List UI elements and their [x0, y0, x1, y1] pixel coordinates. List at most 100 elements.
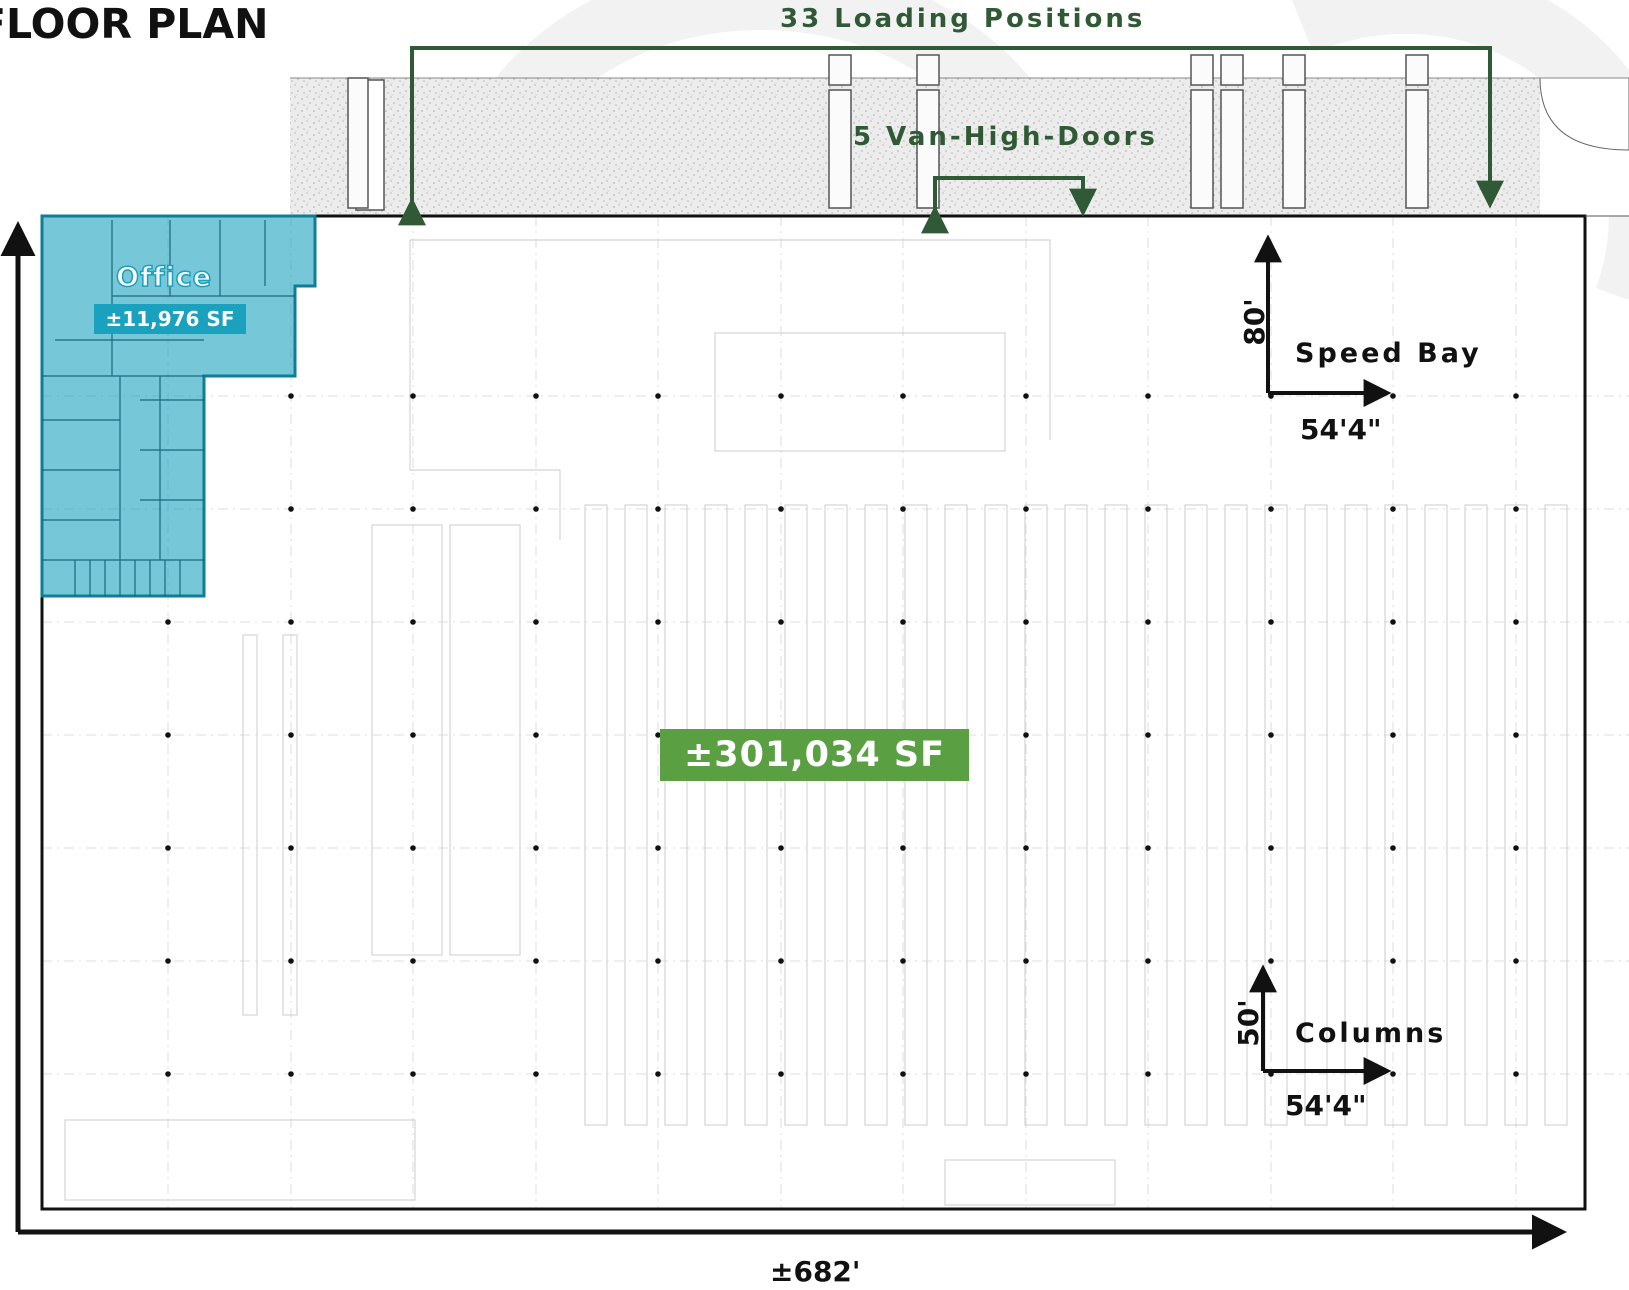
building-column	[1145, 619, 1151, 625]
building-column	[1513, 1071, 1519, 1077]
building-column	[900, 506, 906, 512]
building-column	[1145, 732, 1151, 738]
warehouse-area-badge: ±301,034 SF	[660, 729, 969, 781]
building-column	[533, 393, 539, 399]
building-column	[288, 619, 294, 625]
building-column	[778, 619, 784, 625]
building-column	[900, 845, 906, 851]
building-column	[1023, 619, 1029, 625]
building-column	[410, 1071, 416, 1077]
truck-cab	[1220, 54, 1244, 86]
loading-positions-label: 33 Loading Positions	[780, 4, 1146, 34]
column-spacing-dimension	[1249, 964, 1392, 1085]
building-column	[1023, 506, 1029, 512]
building-column	[900, 393, 906, 399]
building-column	[533, 958, 539, 964]
building-column	[1268, 732, 1274, 738]
building-column	[778, 393, 784, 399]
building-column	[288, 732, 294, 738]
building-column	[165, 958, 171, 964]
office-room-lines	[42, 220, 295, 596]
building-column	[1513, 845, 1519, 851]
truck-cab	[828, 54, 852, 86]
building-column	[1023, 1071, 1029, 1077]
truck-trailer	[1282, 89, 1306, 209]
office-label: Office	[115, 261, 213, 294]
building-column	[533, 845, 539, 851]
building-column	[1390, 845, 1396, 851]
building-column	[655, 506, 661, 512]
building-column	[1390, 619, 1396, 625]
building-column	[655, 732, 661, 738]
building-column	[1390, 958, 1396, 964]
building-column	[288, 958, 294, 964]
building-column	[1145, 393, 1151, 399]
truck-trailer	[1405, 89, 1429, 209]
building-width-label: ±682'	[770, 1255, 861, 1288]
building-column	[410, 958, 416, 964]
building-column	[165, 845, 171, 851]
speed-bay-width-label: 54'4"	[1300, 413, 1382, 446]
building-column	[1513, 506, 1519, 512]
speed-bay-label: Speed Bay	[1295, 338, 1482, 369]
building-column	[533, 1071, 539, 1077]
building-column	[1513, 393, 1519, 399]
building-column	[410, 732, 416, 738]
loading-positions-bracket	[398, 46, 1504, 226]
building-column	[1513, 619, 1519, 625]
page-title: FLOOR PLAN	[0, 0, 269, 48]
building-column	[1513, 732, 1519, 738]
building-column	[1145, 958, 1151, 964]
building-column	[1390, 506, 1396, 512]
truck-trailer	[828, 89, 852, 209]
building-column	[1023, 732, 1029, 738]
building-column	[533, 732, 539, 738]
columns-label: Columns	[1295, 1018, 1447, 1049]
building-column	[165, 732, 171, 738]
building-column	[410, 393, 416, 399]
building-column	[288, 1071, 294, 1077]
truck-trailer	[1190, 89, 1214, 209]
building-column	[778, 1071, 784, 1077]
building-column	[778, 506, 784, 512]
speed-bay-depth-label: 80'	[1238, 298, 1271, 346]
building-column	[533, 506, 539, 512]
building-column	[410, 506, 416, 512]
building-column	[655, 845, 661, 851]
building-column	[1390, 1071, 1396, 1077]
truck-cab	[1405, 54, 1429, 86]
truck-trailer	[1220, 89, 1244, 209]
warehouse-interior-drawing	[42, 216, 1629, 1209]
building-column	[1145, 845, 1151, 851]
building-column	[1390, 393, 1396, 399]
building-column	[1145, 506, 1151, 512]
office-area-badge: ±11,976 SF	[94, 304, 246, 334]
building-column	[1023, 393, 1029, 399]
building-column	[1268, 619, 1274, 625]
truck-cab	[1190, 54, 1214, 86]
building-column	[1023, 845, 1029, 851]
building-column	[778, 845, 784, 851]
building-column	[288, 506, 294, 512]
building-column	[165, 1071, 171, 1077]
columns-depth-label: 50'	[1232, 999, 1265, 1047]
building-column	[1023, 958, 1029, 964]
building-dimension-arrows	[0, 221, 1567, 1250]
building-column	[900, 1071, 906, 1077]
building-column	[533, 619, 539, 625]
building-column	[288, 393, 294, 399]
building-column	[410, 845, 416, 851]
truck-cab	[916, 54, 940, 86]
building-column	[900, 958, 906, 964]
speed-bay-dimension	[1254, 234, 1392, 407]
building-column	[655, 393, 661, 399]
building-column	[165, 619, 171, 625]
van-high-doors-label: 5 Van-High-Doors	[853, 122, 1158, 152]
building-column	[1268, 506, 1274, 512]
building-column	[1268, 958, 1274, 964]
building-column	[410, 619, 416, 625]
building-column	[655, 1071, 661, 1077]
van-high-doors-bracket	[921, 176, 1097, 234]
building-column	[1145, 1071, 1151, 1077]
